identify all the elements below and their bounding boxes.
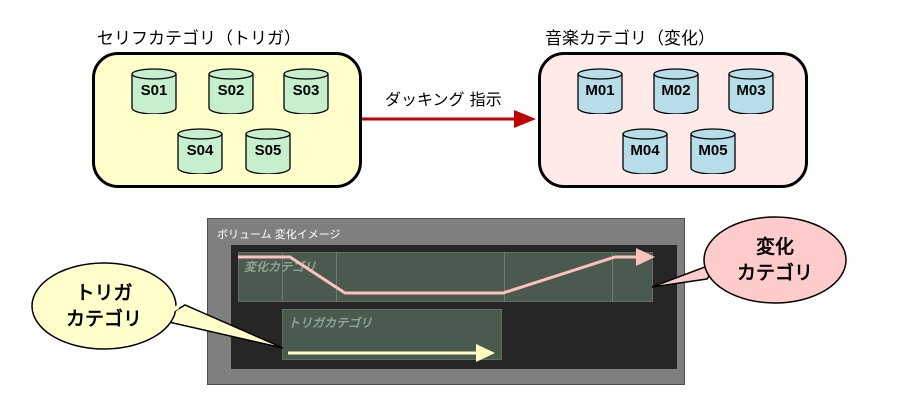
dialogue-cue-s05: S05 xyxy=(245,128,291,174)
callout-line: 変化 xyxy=(755,236,794,258)
trigger-band-label: トリガカテゴリ xyxy=(288,316,373,330)
callout-line: カテゴリ xyxy=(65,308,142,330)
music-cue-m01: M01 xyxy=(577,68,623,114)
dialogue-cue-s03: S03 xyxy=(283,68,329,114)
cue-label: S05 xyxy=(254,142,282,159)
band-divider xyxy=(282,252,283,302)
cue-label: M03 xyxy=(736,82,766,99)
ducking-label: ダッキング 指示 xyxy=(385,90,502,109)
trigger-callout-text: トリガ カテゴリ xyxy=(42,280,166,332)
dialogue-cue-s01: S01 xyxy=(131,68,177,114)
changed-callout-text: 変化 カテゴリ xyxy=(715,234,835,286)
cue-label: S04 xyxy=(186,142,214,159)
music-cue-m04: M04 xyxy=(622,128,668,174)
changed-volume-curve xyxy=(238,255,638,295)
changed-volume-arrowhead xyxy=(636,248,655,266)
cue-label: M01 xyxy=(585,82,615,99)
dialogue-cue-s02: S02 xyxy=(208,68,254,114)
callout-line: カテゴリ xyxy=(736,262,813,284)
cue-label: S02 xyxy=(217,82,245,99)
music-cue-m03: M03 xyxy=(728,68,774,114)
volume-panel-title: ボリューム 変化イメージ xyxy=(217,229,341,241)
music-group-title: 音楽カテゴリ（変化） xyxy=(545,29,715,49)
band-divider xyxy=(504,252,505,302)
dialogue-group-title: セリフカテゴリ（トリガ） xyxy=(97,29,301,49)
cue-label: M02 xyxy=(661,82,691,99)
band-divider xyxy=(612,252,613,302)
cue-label: M05 xyxy=(698,142,728,159)
music-cue-m02: M02 xyxy=(653,68,699,114)
trigger-volume-arrowhead xyxy=(476,344,495,362)
dialogue-cue-s04: S04 xyxy=(177,128,223,174)
cue-label: M04 xyxy=(630,142,660,159)
band-divider xyxy=(336,252,337,302)
cue-label: S01 xyxy=(140,82,168,99)
ducking-arrow xyxy=(362,110,536,128)
callout-line: トリガ xyxy=(75,282,133,304)
music-cue-m05: M05 xyxy=(690,128,736,174)
cue-label: S03 xyxy=(292,82,320,99)
